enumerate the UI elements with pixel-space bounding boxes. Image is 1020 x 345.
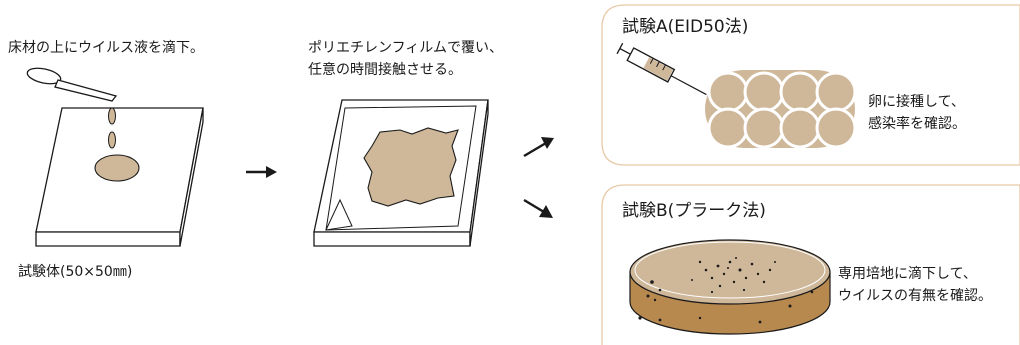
test-b-desc-line1: 専用培地に滴下して、 [838, 266, 977, 282]
arrow-right-icon [246, 166, 277, 178]
step1-caption: 床材の上にウイルス液を滴下。 [8, 40, 204, 56]
test-a-desc-line2: 感染率を確認。 [868, 116, 966, 132]
test-b-desc-line2: ウイルスの有無を確認。 [838, 288, 992, 304]
egg-tray [705, 70, 857, 149]
virus-drop-1 [108, 107, 116, 125]
virus-drop-2 [108, 131, 116, 149]
virus-puddle [94, 154, 140, 182]
dropper-icon [26, 67, 118, 102]
test-a-title: 試験A(EID50法) [622, 17, 749, 37]
step2-caption-line2: 任意の時間接触させる。 [308, 62, 462, 78]
spread-virus-patch [363, 127, 459, 207]
film-peeled-corner [325, 198, 353, 231]
arrow-up-right-icon [523, 137, 554, 158]
plaque-dots [638, 257, 814, 324]
test-b-box [601, 184, 1020, 345]
test-a-desc-line1: 卵に接種して、 [868, 94, 965, 110]
test-a-box [601, 4, 1020, 166]
arrow-down-right-icon [523, 198, 553, 218]
step2-caption-line1: ポリエチレンフィルムで覆い、 [308, 40, 504, 56]
specimen-label: 試験体(50×50㎜) [18, 264, 133, 280]
syringe-icon [616, 42, 707, 96]
petri-dish-icon [629, 239, 831, 335]
test-b-title: 試験B(プラーク法) [622, 201, 766, 221]
